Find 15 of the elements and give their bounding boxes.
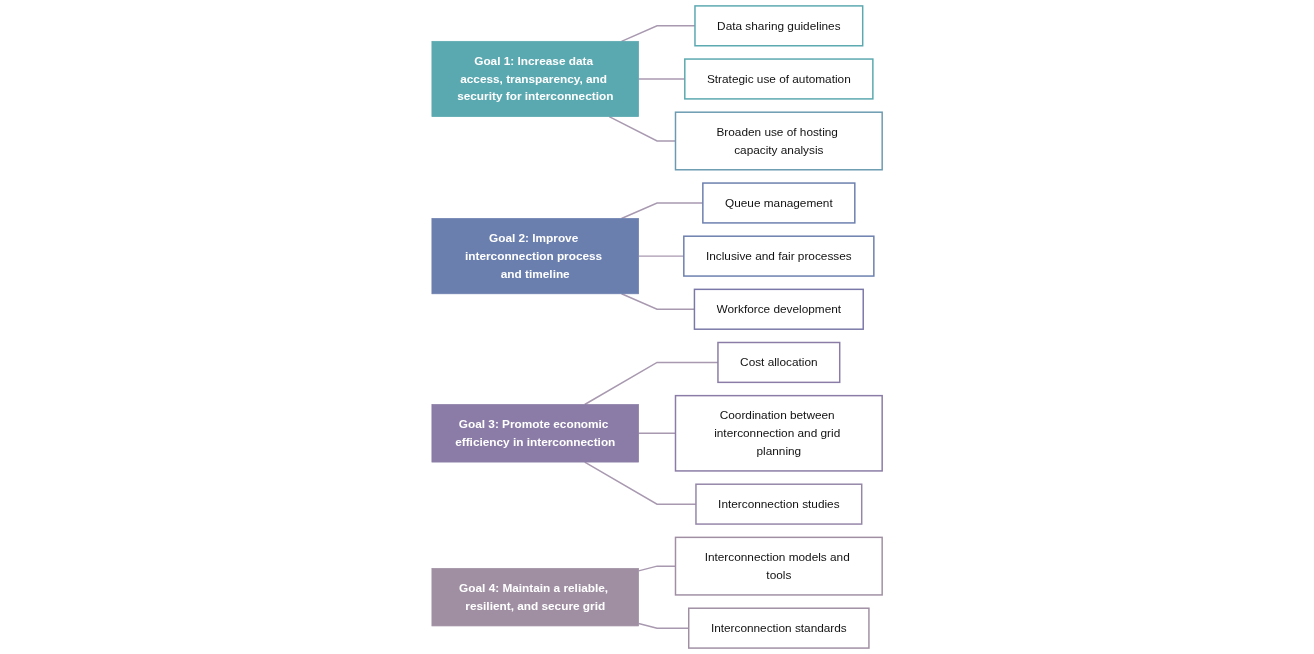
node-box: Interconnection models and tools [674,536,883,596]
node-box: Coordination between interconnection and grid planning [674,394,883,472]
node-box: Cost allocation [717,341,841,384]
node-box: Inclusive and fair processes [683,235,875,277]
node-box: Queue management [702,182,856,224]
node-box: Strategic use of automation [684,58,874,100]
node-box: Data sharing guidelines [694,5,864,47]
node-box: Interconnection standards [687,607,870,649]
node-box: Goal 2: Improve interconnection process and timeline [431,218,639,295]
node-box: Interconnection studies [695,483,863,525]
node-box: Workforce development [693,288,864,330]
node-box: Goal 3: Promote economic efficiency in interconnection [431,404,639,463]
node-box: Broaden use of hosting capacity analysis [674,111,883,171]
node-box: Goal 4: Maintain a reliable, resilient, and secure grid [431,568,639,627]
node-box: Goal 1: Increase data access, transparency, and security for interconnection [431,40,639,117]
